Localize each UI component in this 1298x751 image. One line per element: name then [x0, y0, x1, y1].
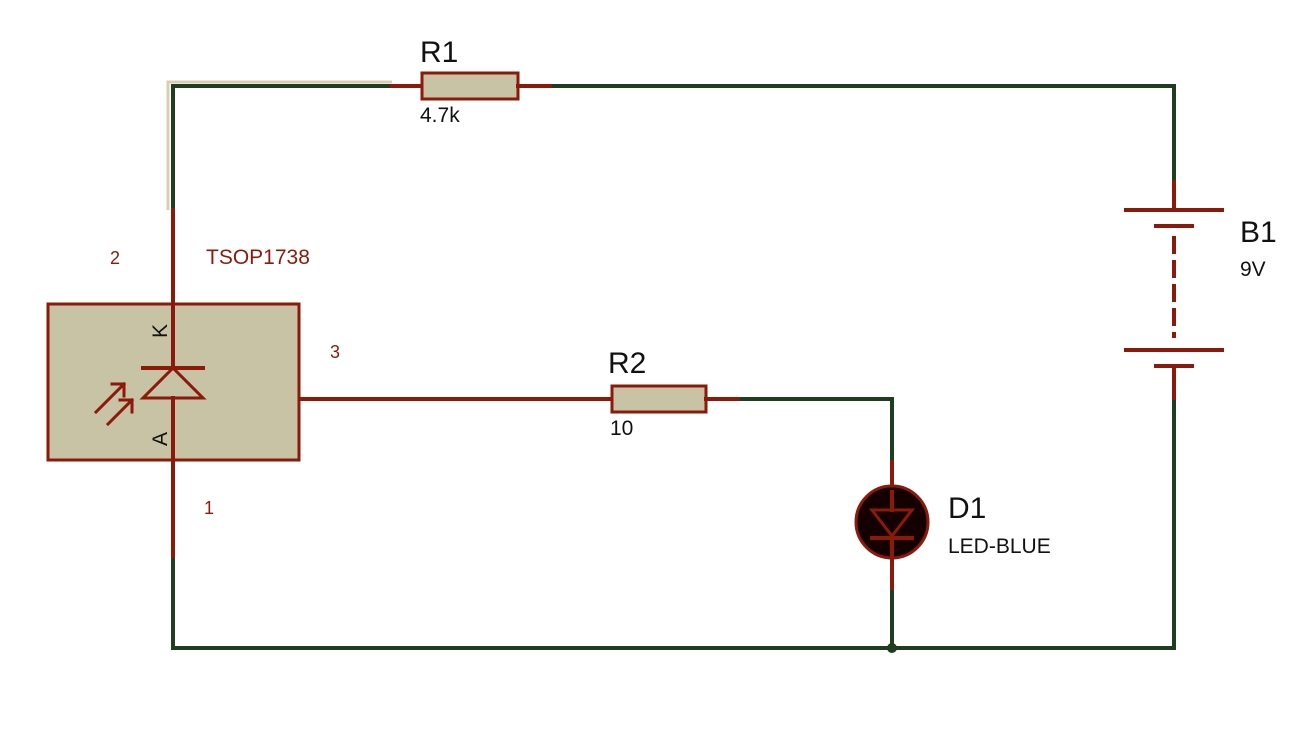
- tsop-pin-2-number: 2: [110, 248, 120, 268]
- d1-designator: D1: [948, 492, 986, 525]
- battery-b1[interactable]: B1 9V: [1124, 180, 1277, 400]
- b1-value: 9V: [1240, 258, 1266, 281]
- b1-designator: B1: [1240, 216, 1277, 249]
- junction-dot: [887, 643, 897, 653]
- wire-ground-rail[interactable]: [171, 554, 894, 650]
- r2-value: 10: [610, 417, 633, 440]
- resistor-r1[interactable]: R1 4.7k: [390, 36, 552, 127]
- tsop-label-k: K: [149, 324, 172, 338]
- r2-designator: R2: [608, 347, 646, 380]
- ir-receiver-tsop1738[interactable]: K A 2 TSOP1738 3 1: [46, 208, 340, 558]
- r1-designator: R1: [420, 36, 458, 69]
- resistor-r2[interactable]: R2 10: [298, 347, 740, 440]
- tsop-pin-3-number: 3: [330, 342, 340, 362]
- light-arrows-icon: [93, 381, 135, 427]
- r1-value: 4.7k: [420, 104, 460, 127]
- tsop-part-name: TSOP1738: [206, 246, 310, 269]
- wire-r1-to-battery[interactable]: [548, 84, 1176, 184]
- wires: [166, 80, 1176, 653]
- wire-battery-to-ground[interactable]: [890, 396, 1176, 650]
- tsop-pin-1-number: 1: [204, 498, 214, 518]
- r1-body: [420, 71, 520, 101]
- wire-tsop-to-r1[interactable]: [171, 84, 394, 212]
- wire-highlight: [166, 80, 392, 210]
- wire-r2-to-led[interactable]: [736, 397, 894, 464]
- led-d1[interactable]: D1 LED-BLUE: [854, 460, 1051, 590]
- tsop-label-a: A: [149, 432, 172, 446]
- d1-value: LED-BLUE: [948, 535, 1051, 558]
- r2-body: [610, 384, 708, 414]
